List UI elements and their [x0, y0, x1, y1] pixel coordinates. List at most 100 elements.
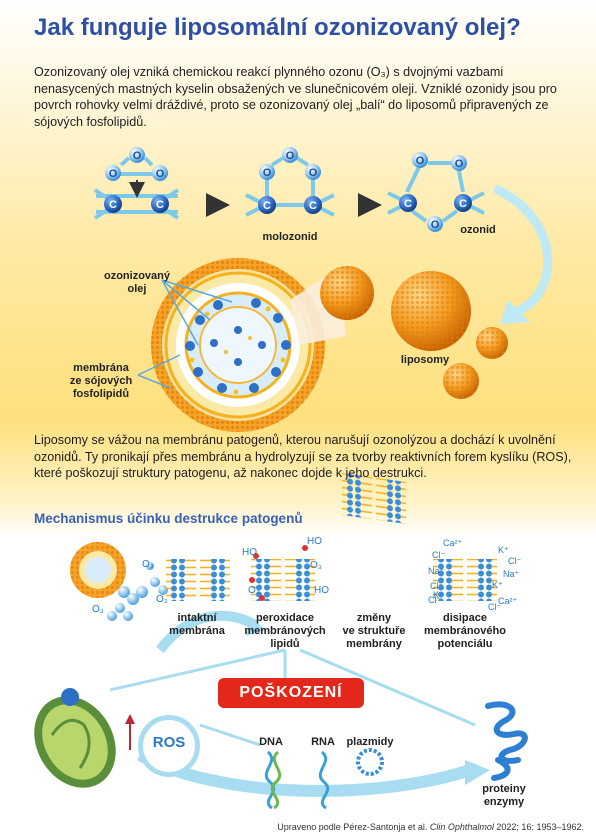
- citation: Upraveno podle Pérez-Santonja et al. Cli…: [277, 822, 584, 832]
- membrane-label: membrána ze sójových fosfolipidů: [56, 362, 146, 401]
- liposomes-label: liposomy: [400, 354, 450, 366]
- ozone-label: O₃: [142, 559, 154, 570]
- membrane-label-line: membrána: [73, 362, 129, 374]
- ion-label: K⁺: [498, 545, 509, 555]
- oxygen-symbol: O: [309, 167, 318, 179]
- carbon-symbol: C: [459, 198, 467, 210]
- intro-paragraph: Ozonizovaný olej vzniká chemickou reakcí…: [34, 65, 557, 129]
- intact-membrane-graphic: [166, 559, 230, 601]
- ion-label: Cl⁻: [428, 595, 441, 605]
- arrow-head: [500, 300, 530, 324]
- ion-label: Na⁺: [503, 569, 520, 579]
- dissipation-label-line: potenciálu: [437, 638, 493, 650]
- ozone-label: O₃: [92, 604, 104, 615]
- oil-label-line: olej: [127, 283, 147, 295]
- changed-membrane-graphic: [342, 472, 406, 524]
- carbon-symbol: C: [404, 198, 412, 210]
- carbon-symbol: C: [309, 200, 317, 212]
- membrane-label-line: ze sójových: [69, 375, 133, 387]
- plasmids-label: plazmidy: [346, 736, 394, 748]
- ion-label: Cl⁻: [508, 556, 521, 566]
- oxygen-symbol: O: [416, 155, 425, 167]
- dissipation-label-line: disipace: [442, 612, 488, 624]
- intact-membrane-label: intaktní membrána: [160, 612, 234, 638]
- hydroxyl-label: HO: [307, 536, 322, 547]
- hydroxyl-radicals: [249, 545, 308, 601]
- intact-label-line: membrána: [169, 625, 225, 637]
- oxygen-symbol: O: [455, 158, 464, 170]
- ozone-label: O₃: [310, 560, 322, 571]
- peroxidation-label-line: membránových: [244, 625, 326, 637]
- ion-label: Cl⁻: [488, 602, 501, 612]
- oxygen-symbol: O: [431, 219, 440, 231]
- mechanism-title: Mechanismus účinku destrukce patogenů: [34, 511, 303, 526]
- oxygen-symbol: O: [286, 150, 295, 162]
- oxygen-symbol: O: [263, 167, 272, 179]
- structure-change-label: změny ve struktuře membrány: [336, 612, 412, 651]
- rna-strand: [318, 750, 330, 810]
- carbon-symbol: C: [156, 199, 164, 211]
- carbon-atom: [151, 195, 169, 213]
- oxygen-symbol: O: [109, 168, 118, 180]
- ion-label: K⁺: [433, 590, 444, 600]
- mechanism-paragraph: Liposomy se vážou na membránu patogenů, …: [34, 433, 572, 481]
- oxygen-atom: [129, 147, 145, 163]
- dissipation-label-line: membránového: [424, 625, 506, 637]
- proteins-label: proteiny enzymy: [472, 783, 536, 809]
- page-title: Jak funguje liposomální ozonizovaný olej…: [34, 14, 521, 41]
- peroxidation-label-line: lipidů: [270, 638, 300, 650]
- ion-label: K⁺: [492, 580, 503, 590]
- citation-suffix: 2022; 16: 1953–1962.: [493, 822, 584, 832]
- citation-journal: Clin Ophthalmol: [429, 822, 494, 832]
- dissipation-membrane-graphic: [433, 559, 497, 601]
- rna-label: RNA: [311, 736, 335, 748]
- dna-label: DNA: [259, 736, 283, 748]
- membrane-label-line: fosfolipidů: [72, 388, 130, 400]
- ion-label: Ca²⁺: [443, 538, 463, 548]
- ros-label: ROS: [152, 734, 186, 751]
- ion-label: Cl⁻: [430, 581, 443, 591]
- intact-label-line: intaktní: [177, 612, 217, 624]
- citation-prefix: Upraveno podle Pérez-Santonja et al.: [277, 822, 430, 832]
- peroxidation-label: peroxidace membránových lipidů: [240, 612, 330, 651]
- structure-change-label-line: změny: [356, 612, 392, 624]
- ozonide-label: ozonid: [460, 224, 495, 236]
- oxygen-symbol: O: [133, 150, 142, 162]
- label-pointer-lines: [137, 279, 233, 389]
- alkene-ozone-molecule: O O O C C: [93, 147, 180, 220]
- mitochondrion: [34, 688, 116, 788]
- proteins-label-line: enzymy: [483, 796, 525, 808]
- peroxidation-label-line: peroxidace: [255, 612, 315, 624]
- oil-label: ozonizovaný olej: [94, 270, 180, 296]
- carbon-atom: [104, 195, 122, 213]
- ion-labels: Ca²⁺ Cl⁻ K⁺ Cl⁻ Na⁺ Na⁺ Cl⁻ K⁺ Cl⁻ K⁺ Cl…: [428, 538, 521, 612]
- protein-ribbon: [485, 701, 528, 781]
- ion-label: Ca²⁺: [498, 596, 518, 606]
- oil-label-line: ozonizovaný: [103, 270, 170, 282]
- ozonide-molecule: O O O C C: [387, 152, 485, 232]
- plasmid-ring: [356, 748, 384, 776]
- mechanism-liposome: [70, 542, 126, 598]
- hydroxyl-label: HO: [242, 547, 257, 558]
- ozone-label: O₃: [248, 585, 260, 596]
- molozonide-label: molozonid: [263, 231, 318, 243]
- oxygen-atom: [105, 165, 121, 181]
- damage-badge: POŠKOZENÍ: [218, 678, 364, 708]
- peroxidation-membrane-graphic: [251, 559, 315, 601]
- carbon-symbol: C: [109, 199, 117, 211]
- dissipation-label: disipace membránového potenciálu: [420, 612, 510, 651]
- proteins-label-line: proteiny: [482, 783, 526, 795]
- oxygen-atom: [152, 165, 168, 181]
- ion-label: Cl⁻: [432, 550, 445, 560]
- ros-circle: [138, 715, 200, 777]
- structure-change-label-line: ve struktuře: [342, 625, 406, 637]
- structure-change-label-line: membrány: [346, 638, 402, 650]
- ozone-bubbles: [107, 562, 168, 621]
- curved-arrow: [493, 185, 553, 315]
- oxygen-symbol: O: [156, 168, 165, 180]
- ozone-label: O₃: [156, 594, 168, 605]
- liposome-cross-section: [151, 258, 325, 432]
- molozonide-molecule: O O O C C: [245, 147, 335, 217]
- dna-helix: [264, 750, 282, 810]
